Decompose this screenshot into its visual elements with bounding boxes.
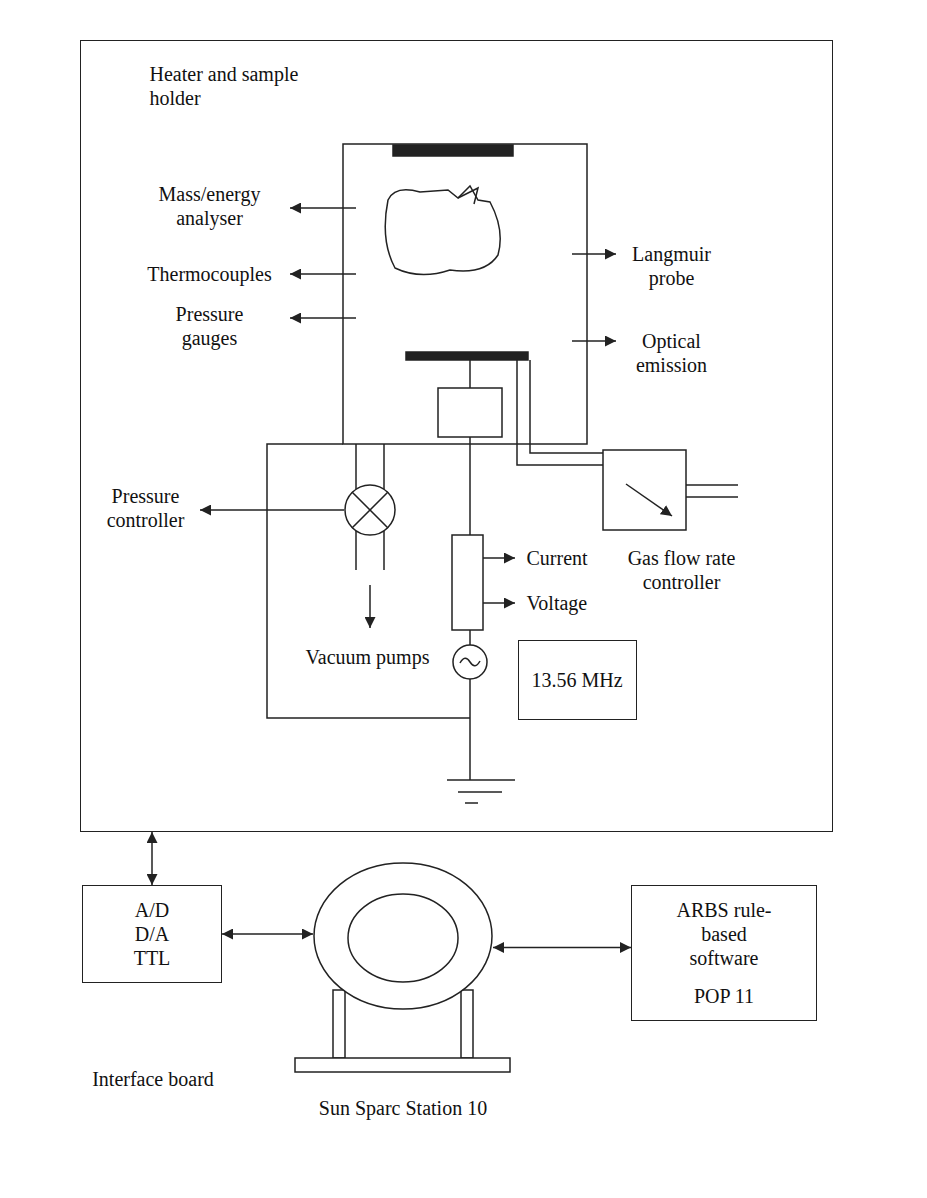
apparatus-frame: 13.56 MHz Heater and sample holderMass/en… [80, 40, 833, 832]
board-caption: Interface board [92, 1067, 214, 1091]
plasma-chamber [343, 144, 587, 444]
box-text: A/D D/A TTL [127, 898, 177, 970]
valve [345, 444, 395, 570]
instrument-label: Optical emission [617, 329, 727, 377]
probe-sensor [452, 535, 483, 630]
data-link [222, 933, 313, 935]
current-arrow [483, 557, 515, 559]
workstation-caption: Sun Sparc Station 10 [319, 1096, 487, 1120]
workstation-monitor: Sun Sparc Station 10 [313, 862, 493, 1010]
part-label: Heater and sample holder [150, 62, 300, 110]
circuit-wire [469, 630, 471, 645]
sample-plasma [385, 186, 500, 275]
bottom-electrode [406, 352, 528, 360]
instrument-label: Thermocouples [147, 262, 271, 286]
circuit-wire [469, 437, 471, 535]
pump-arrow [369, 585, 371, 628]
rf-source [460, 658, 480, 666]
box-text: ARBS rule-based software [667, 898, 782, 970]
instrument-label: Mass/energy analyser [140, 182, 280, 230]
signal-label: Current [527, 546, 588, 570]
controller-arrow [200, 509, 344, 511]
box-text: POP 11 [639, 984, 809, 1008]
instrument-label: Pressure gauges [155, 302, 265, 350]
instrument-label: Vacuum pumps [306, 645, 430, 669]
circuit-wire [469, 360, 471, 388]
measurement-arrows [290, 208, 616, 341]
circuit-wire [469, 679, 471, 780]
monitor-outline [313, 862, 493, 1010]
signal-label: Voltage [527, 591, 588, 615]
interface-board: A/D D/A TTLInterface board [82, 885, 222, 983]
rf-source [453, 645, 487, 679]
voltage-arrow [483, 602, 515, 604]
circuit-wire [267, 444, 470, 718]
sample-plasma [458, 188, 478, 204]
top-electrode [393, 145, 513, 156]
gas-flow-box [603, 450, 686, 530]
instrument-label: Gas flow rate controller [614, 546, 749, 594]
ground-symbol [447, 780, 515, 803]
software-box: ARBS rule-based softwarePOP 11 [631, 885, 817, 1021]
data-link [493, 947, 631, 949]
gas-flow-arrow [626, 484, 672, 516]
box-text: 13.56 MHz [527, 668, 627, 692]
frequency-box: 13.56 MHz [518, 640, 637, 720]
instrument-label: Pressure controller [86, 484, 206, 532]
matching-box [438, 388, 502, 437]
monitor-case [314, 863, 492, 1009]
instrument-label: Langmuir probe [617, 242, 727, 290]
monitor-screen [348, 894, 458, 982]
data-link [151, 832, 153, 885]
